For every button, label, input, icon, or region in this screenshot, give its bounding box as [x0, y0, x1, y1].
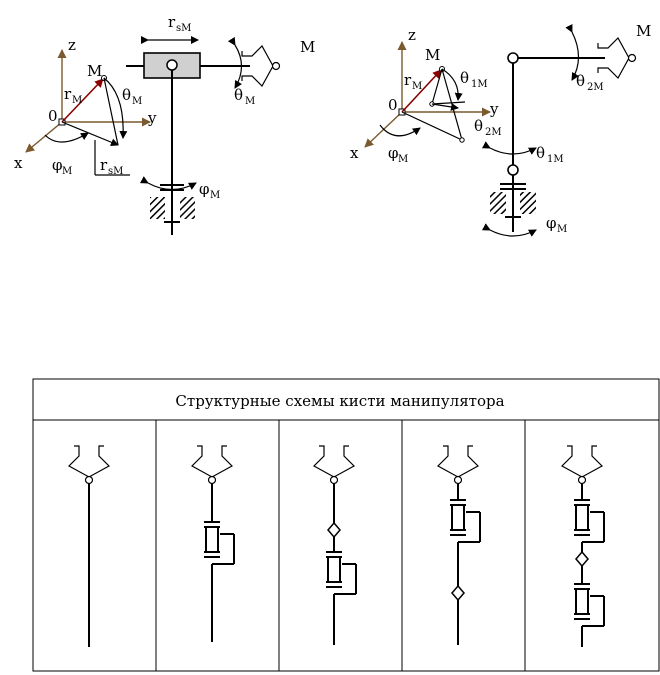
svg-text:M: M	[398, 154, 408, 165]
table-border	[32, 378, 660, 672]
left-m-label: M	[87, 62, 102, 80]
svg-text:1M: 1M	[547, 154, 564, 165]
svg-text:M: M	[412, 81, 422, 92]
right-scheme: z y x 0 M r M θ 1M θ 2M φ M θ 2M M θ 1M	[350, 22, 651, 237]
left-theta2-label: θ	[234, 86, 243, 104]
right-x-label: x	[350, 144, 359, 162]
svg-text:sM: sM	[108, 166, 123, 177]
left-y-label: y	[147, 109, 157, 127]
svg-text:M: M	[62, 166, 72, 177]
left-phi2-label: φ	[199, 180, 210, 198]
right-base-hatch-left	[490, 192, 506, 214]
svg-text:1M: 1M	[471, 79, 488, 90]
svg-text:sM: sM	[176, 23, 191, 34]
svg-text:M: M	[132, 96, 142, 107]
right-theta1-label: θ	[460, 69, 469, 87]
table-title: Структурные схемы кисти манипулятора	[175, 392, 504, 410]
wrist-scheme-3	[313, 445, 357, 645]
wrist-schemes-table: Структурные схемы кисти манипулятора	[32, 378, 660, 672]
svg-text:M: M	[245, 96, 255, 107]
svg-text:M: M	[72, 95, 82, 106]
right-phi2-label: φ	[546, 214, 557, 232]
svg-text:M: M	[210, 190, 220, 201]
left-theta-label: θ	[122, 86, 131, 104]
wrist-scheme-4	[437, 445, 481, 645]
left-r-vector	[61, 78, 104, 123]
svg-text:2M: 2M	[485, 127, 502, 138]
wrist-scheme-1	[68, 445, 110, 647]
left-scheme: z y x 0 M r M θ M φ M r sM r sM θ M M	[14, 13, 315, 235]
right-base-hatch-right	[520, 192, 536, 214]
left-base-hatch-right	[180, 197, 195, 219]
left-gripper-m-label: M	[300, 38, 315, 56]
left-base-hatch-left	[150, 197, 165, 219]
right-r-label: r	[404, 71, 412, 89]
right-theta1b-label: θ	[536, 144, 545, 162]
right-origin-label: 0	[388, 96, 398, 114]
left-rs-label: r	[100, 156, 108, 174]
right-theta2b-label: θ	[576, 72, 585, 90]
svg-text:2M: 2M	[587, 82, 604, 93]
wrist-scheme-2	[191, 445, 235, 642]
right-theta2-label: θ	[474, 117, 483, 135]
left-origin-label: 0	[48, 107, 58, 125]
left-x-axis	[25, 121, 63, 153]
wrist-scheme-5	[561, 445, 605, 647]
right-phi-label: φ	[388, 144, 399, 162]
left-x-label: x	[14, 154, 23, 172]
right-y-label: y	[489, 100, 499, 118]
right-z-label: z	[408, 26, 416, 44]
right-m-label: M	[425, 46, 440, 64]
left-rs-top-label: r	[168, 13, 176, 31]
left-z-label: z	[68, 36, 76, 54]
right-gripper-m-label: M	[636, 22, 651, 40]
svg-text:M: M	[557, 224, 567, 235]
left-r-label: r	[64, 85, 72, 103]
right-r-vector	[401, 69, 442, 113]
left-phi-label: φ	[52, 156, 63, 174]
